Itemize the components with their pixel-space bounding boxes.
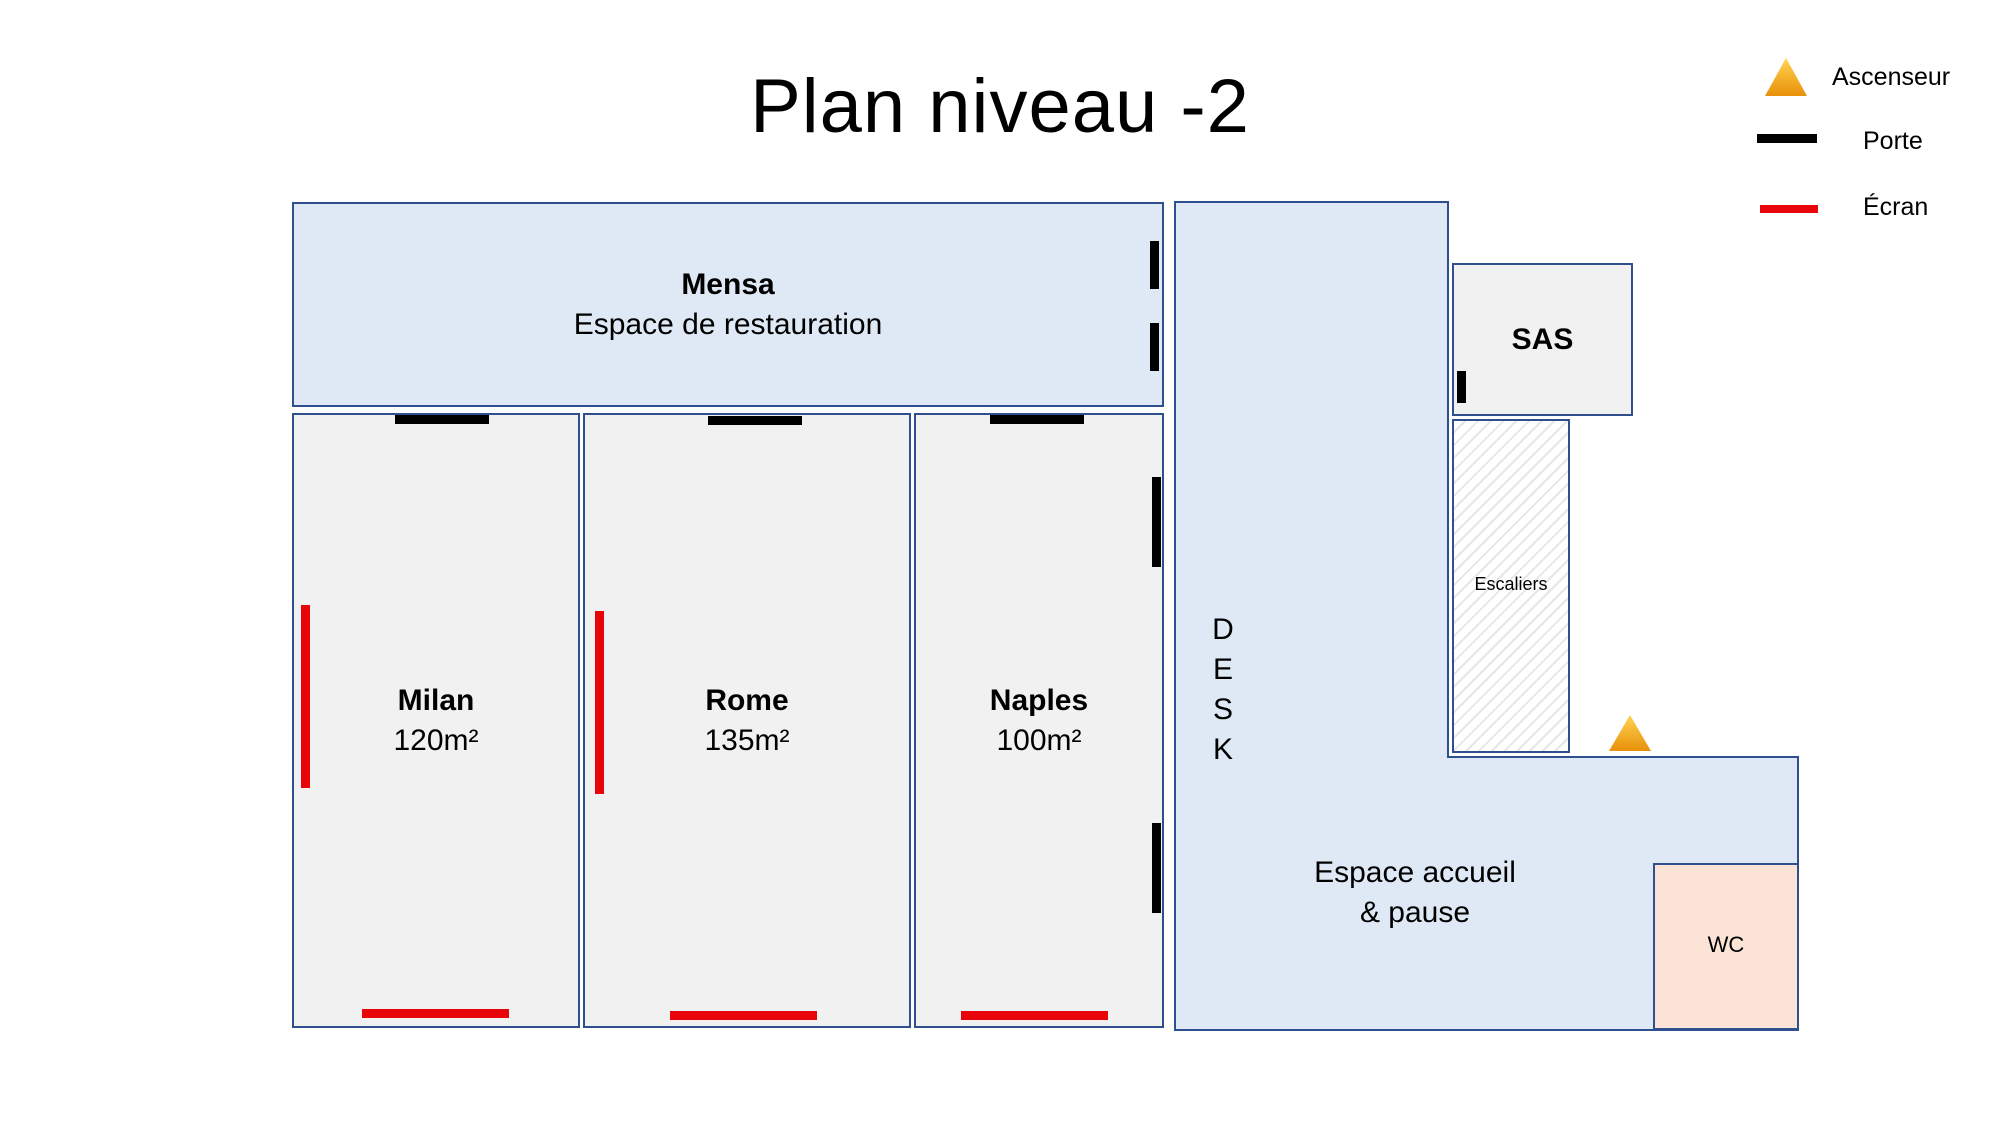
mensa-subtitle: Espace de restauration [573,308,883,341]
door [708,416,802,425]
page-title: Plan niveau -2 [750,64,1250,149]
legend-screen-label: Écran [1863,193,1929,221]
reception-line-1: Espace accueil [1314,856,1516,889]
door [1152,477,1161,567]
legend-door-swatch [1757,134,1817,143]
screen [961,1011,1108,1020]
screen [595,611,604,794]
room-mensa[interactable] [292,202,1164,407]
desk-letter: K [1212,733,1233,766]
sas-label: SAS [1452,320,1633,360]
room-milan[interactable] [292,413,580,1028]
wc-label: WC [1653,930,1799,960]
milan-label: Milan 120m² [292,681,580,761]
legend-elevator-label: Ascenseur [1832,63,1951,91]
mensa-name: Mensa [681,268,775,301]
desk-letter: E [1212,653,1233,686]
reception-label: Espace accueil & pause [1270,853,1560,933]
screen [362,1009,509,1018]
reception-line-2: & pause [1359,896,1471,929]
room-rome[interactable] [583,413,911,1028]
room-wc[interactable] [1653,863,1799,1030]
door [1150,323,1159,371]
room-stairs[interactable] [1452,419,1570,753]
wc-name: WC [1707,932,1745,957]
screen [670,1011,817,1020]
rome-name: Rome [705,684,789,717]
stairs-label: Escaliers [1452,572,1570,596]
elevator-icon [1609,715,1651,751]
screen [301,605,310,788]
room-naples[interactable] [914,413,1164,1028]
desk-letter: D [1212,613,1234,646]
naples-label: Naples 100m² [914,681,1164,761]
legend-door-label: Porte [1863,127,1923,155]
door [1457,371,1466,403]
door [1150,241,1159,289]
stairs-name: Escaliers [1474,574,1548,594]
door [395,415,489,424]
door [990,415,1084,424]
desk-letter: S [1212,693,1233,726]
sas-name: SAS [1511,323,1574,356]
elevator-icon [1765,58,1807,96]
naples-name: Naples [989,684,1089,717]
naples-area: 100m² [996,724,1082,757]
milan-name: Milan [397,684,475,717]
rome-label: Rome 135m² [583,681,911,761]
legend-screen-swatch [1760,205,1818,213]
rome-area: 135m² [704,724,790,757]
milan-area: 120m² [393,724,479,757]
door [1152,823,1161,913]
room-sas[interactable] [1452,263,1633,416]
desk-label: D E S K [1193,610,1253,770]
mensa-label: Mensa Espace de restauration [292,265,1164,345]
